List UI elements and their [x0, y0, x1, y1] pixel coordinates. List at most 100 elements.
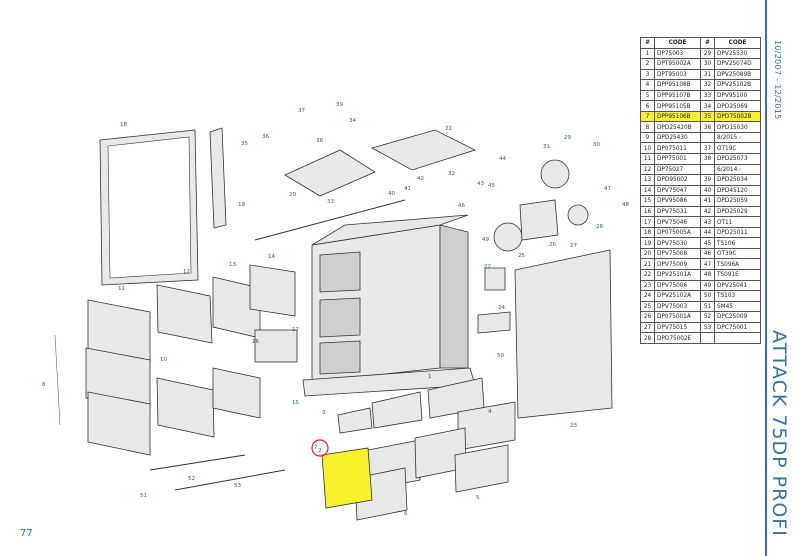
part-number: 25 — [640, 300, 655, 313]
part-code: DP75027 — [654, 163, 701, 176]
part-code: DPP95107B — [654, 89, 701, 102]
part-code: DPT95002A — [654, 58, 701, 70]
flange-26 — [519, 199, 559, 241]
callout: 36 — [262, 134, 269, 140]
callout: 28 — [596, 224, 603, 230]
part-code: DPV25074D — [714, 58, 761, 70]
part-code: DP075005A — [654, 226, 701, 239]
table-header-row: # CODE # CODE — [640, 37, 761, 49]
callout: 38 — [316, 138, 323, 144]
part-number: 8 — [640, 121, 655, 133]
part-number — [700, 332, 715, 344]
part-number: 42 — [700, 205, 715, 218]
part-number: 47 — [700, 258, 715, 271]
callout: 12 — [183, 269, 190, 275]
part-number: 33 — [700, 89, 715, 102]
part-code: DPD75002B — [714, 110, 761, 123]
page-edge-line — [765, 0, 767, 556]
part-code: DPD25029 — [714, 205, 761, 218]
part-number: 52 — [700, 311, 715, 323]
callout: 37 — [298, 108, 305, 114]
door-12b — [156, 377, 215, 438]
model-title: ATTACK 75DP PROFI — [768, 330, 790, 537]
part-number: 36 — [700, 121, 715, 133]
callout: 33 — [327, 199, 334, 205]
part-code: DPV95086 — [654, 195, 701, 207]
callout: 31 — [543, 144, 550, 150]
part-code: DPP95108B — [654, 79, 701, 91]
disc-31 — [540, 159, 570, 189]
part-number — [700, 163, 715, 176]
callout: 22 — [484, 264, 491, 270]
callout: 3 — [322, 410, 326, 416]
part-number: 35 — [700, 110, 715, 123]
callout: 43 — [477, 181, 484, 187]
part-code: TS096A — [714, 258, 761, 271]
top-cover-20 — [284, 149, 376, 197]
header-code: CODE — [714, 37, 761, 49]
callout: 1 — [428, 374, 432, 380]
top-cover-21 — [370, 129, 477, 171]
part-code: TS103 — [714, 290, 761, 302]
callout: 32 — [448, 171, 455, 177]
part-number: 30 — [700, 58, 715, 70]
side-strip-19 — [209, 127, 227, 229]
part-number: 10 — [640, 142, 655, 154]
callout: 34 — [349, 118, 356, 124]
callout: 7 — [314, 445, 318, 451]
part-number: 40 — [700, 184, 715, 197]
rod-33 — [254, 199, 406, 241]
callout-labels: 1 2 3 4 5 6 7 8 10 11 12 13 14 15 16 17 … — [42, 102, 629, 517]
callout: 8 — [42, 382, 46, 388]
part-number: 27 — [640, 321, 655, 334]
part-code: DPD25011 — [714, 226, 761, 239]
part-code: OT39C — [714, 247, 761, 260]
part-number: 48 — [700, 269, 715, 281]
header-code: CODE — [654, 37, 701, 49]
plate-24 — [477, 311, 511, 334]
callout: 6 — [404, 511, 408, 517]
part-number: 12 — [640, 163, 655, 176]
part-number: 39 — [700, 174, 715, 186]
callout: 48 — [622, 202, 629, 208]
callout: 23 — [570, 423, 577, 429]
part-code: DPP95106B — [654, 110, 701, 123]
part-code: DPD75002E — [654, 332, 701, 344]
part-number: 23 — [640, 279, 655, 292]
part-code: DPD95002 — [654, 174, 701, 186]
part-number: 43 — [700, 216, 715, 228]
part-code: DPV25102A — [654, 290, 701, 302]
part-code: DPV75008 — [654, 247, 701, 260]
block-5c — [454, 444, 509, 493]
flange-22 — [484, 267, 506, 291]
callout: 17 — [292, 327, 299, 333]
callout: 4 — [488, 409, 492, 415]
callout: 10 — [160, 357, 167, 363]
callout: 46 — [458, 203, 465, 209]
part-number: 34 — [700, 100, 715, 112]
part-number: 20 — [640, 247, 655, 260]
part-code: DPT95003 — [654, 68, 701, 81]
part-code: DPD25420B — [654, 121, 701, 133]
callout: 16 — [252, 339, 259, 345]
part-number: 4 — [640, 79, 655, 91]
part-code: DPD25430 — [654, 131, 701, 144]
part-number: 26 — [640, 311, 655, 323]
callout: 41 — [404, 186, 411, 192]
callout: 49 — [482, 237, 489, 243]
part-number: 46 — [700, 247, 715, 260]
callout: 47 — [604, 186, 611, 192]
part-number: 28 — [640, 332, 655, 344]
callout: 30 — [593, 142, 600, 148]
